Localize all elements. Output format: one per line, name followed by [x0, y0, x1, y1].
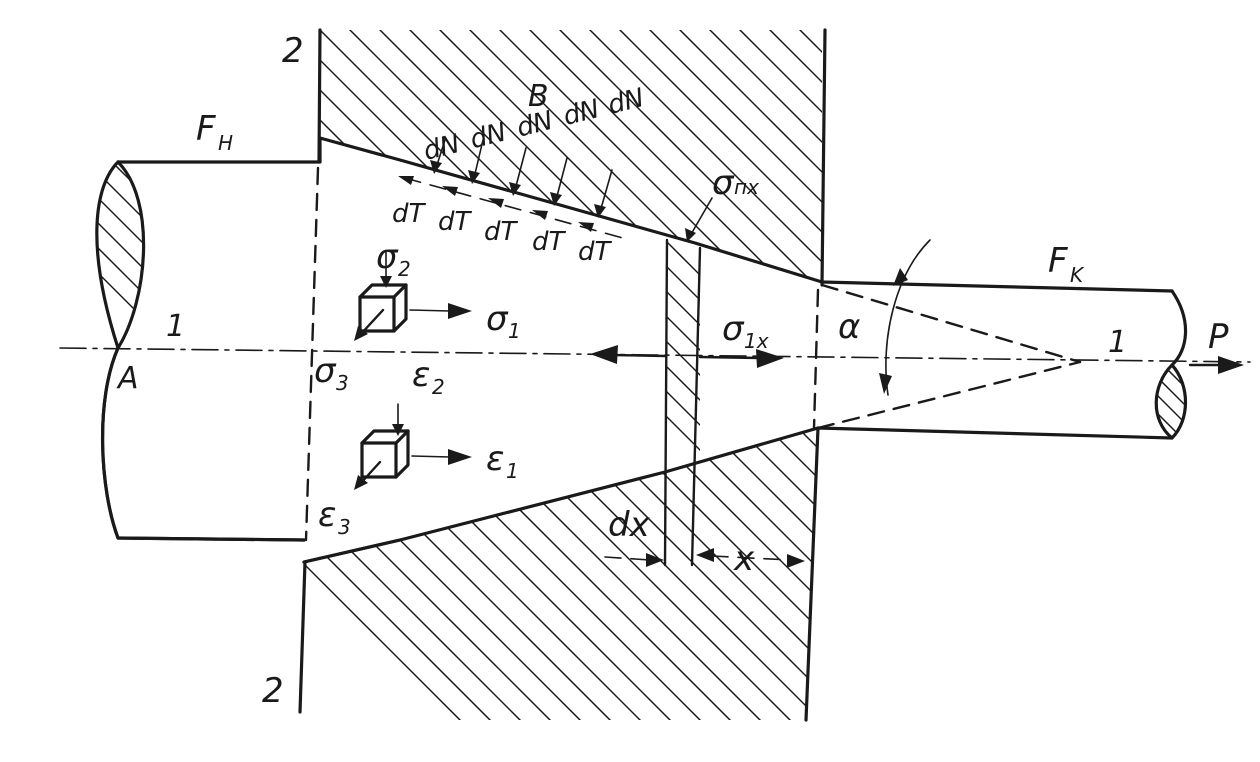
label-eps-3: ε	[318, 495, 336, 535]
billet-bottom-left	[116, 536, 306, 542]
label-eps-2: ε	[412, 355, 430, 395]
slice-left-edge	[663, 238, 669, 567]
svg-text:dN: dN	[605, 83, 647, 121]
svg-text:dT: dT	[438, 207, 473, 237]
force-label-p: P	[1208, 317, 1229, 357]
label-dx: dx	[608, 505, 651, 545]
rod-right-end	[1154, 289, 1188, 440]
right-end-hatching	[1156, 365, 1186, 438]
dT-labels: dT dT dT dT dT	[392, 199, 613, 267]
label-eps-1: ε	[486, 439, 504, 479]
label-sigma-2: σ	[376, 237, 399, 277]
slice-hatching	[667, 240, 700, 478]
section-label-top: 2	[282, 31, 304, 71]
label-sigma-1: σ	[486, 299, 509, 339]
die-left-edge-bottom	[298, 560, 307, 714]
die-exit-section	[812, 288, 820, 430]
section-label-bottom: 2	[262, 671, 284, 711]
section-line-2	[304, 166, 320, 542]
svg-text:dT: dT	[484, 217, 519, 247]
die-right-edge-top	[820, 28, 827, 287]
label-eps-1-sub: 1	[506, 459, 519, 483]
point-label-a: A	[116, 361, 139, 396]
label-x: x	[733, 539, 755, 579]
dN-labels: dN dN dN dN dN	[421, 83, 647, 167]
label-sigma-1-sub: 1	[508, 319, 521, 343]
alpha-arc	[885, 239, 931, 396]
svg-text:dT: dT	[532, 227, 567, 257]
billet-left-front	[100, 346, 120, 540]
region-label-b: B	[528, 79, 549, 114]
svg-text:dT: dT	[392, 199, 427, 229]
label-eps-2-sub: 2	[432, 375, 445, 399]
label-f-initial: F	[196, 109, 216, 149]
label-eps-3-sub: 3	[338, 515, 351, 539]
label-f-initial-sub: H	[218, 131, 233, 155]
label-sigma-3: σ	[314, 351, 337, 391]
die-entry-lower	[302, 538, 402, 564]
axis-label-right: 1	[1108, 325, 1127, 360]
angle-label-alpha: α	[838, 307, 860, 347]
cone-lower-extension	[816, 360, 1082, 430]
billet-left-end	[95, 160, 146, 350]
label-f-final-sub: K	[1070, 263, 1085, 287]
sigma-nx-pointer	[689, 197, 713, 237]
sigma-1x-arrow-left	[610, 353, 667, 358]
label-sigma-3-sub: 3	[336, 371, 349, 395]
svg-text:dN: dN	[514, 106, 556, 144]
sigma-1x-arrow-right	[698, 355, 762, 360]
svg-text:dT: dT	[578, 237, 613, 267]
strain-cube	[354, 403, 472, 490]
label-sigma-2-sub: 2	[398, 257, 411, 281]
label-f-final: F	[1048, 241, 1068, 281]
stress-cube	[354, 251, 472, 341]
svg-text:dN: dN	[421, 129, 463, 167]
die-right-edge-bottom	[804, 426, 820, 722]
label-sigma-nx-sub: пx	[734, 175, 759, 199]
slice-right-edge	[690, 246, 702, 567]
axis-label-left: 1	[166, 309, 185, 344]
dx-dim-arrow	[604, 556, 651, 561]
friction-force-arrows	[398, 176, 631, 241]
billet-outline	[100, 136, 1174, 564]
label-sigma-nx: σ	[712, 163, 735, 203]
label-sigma-1x: σ	[722, 309, 745, 349]
label-sigma-1x-sub: 1x	[744, 329, 769, 353]
normal-force-arrows	[430, 139, 613, 218]
x-dim-line	[711, 555, 791, 561]
cone-upper-extension	[820, 283, 1082, 364]
